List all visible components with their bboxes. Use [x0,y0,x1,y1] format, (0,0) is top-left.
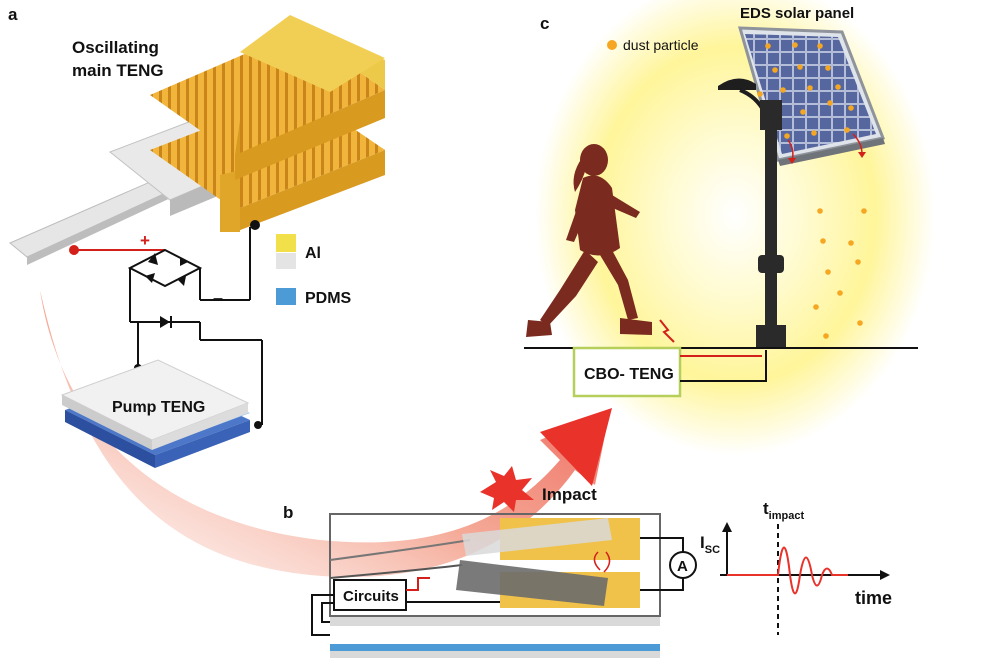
cbo-teng-cross-section [329,513,661,658]
panel-letter-c: c [540,14,549,33]
walking-person [526,144,652,337]
rectifier-circuit: + – [69,220,263,429]
legend-label-pdms: PDMS [305,290,352,307]
pump-teng-label: Pump TENG [112,399,205,416]
circuits-box [333,579,407,611]
impact-burst [480,466,534,512]
dust-legend-label: dust particle [623,37,699,53]
legend-label-al: Al [305,245,321,262]
cbo-teng-label: CBO- TENG [584,366,674,383]
ammeter-label: A [677,558,688,575]
cbo-teng-box [572,346,682,398]
ammeter-symbol [669,551,697,579]
oscillating-main-teng [9,15,385,265]
material-legend: Al PDMS [276,234,352,307]
legend-swatch-al-grey [276,253,296,269]
street-lamp [718,78,786,347]
isc-signal-plot [720,522,890,635]
falling-dust [813,208,867,339]
panel-letter-a: a [8,5,18,24]
minus-sign: – [213,288,223,308]
eds-solar-panel-label: EDS solar panel [740,5,854,22]
impact-label: Impact [542,485,597,504]
panel-letter-b: b [283,503,293,522]
legend-swatch-pdms [276,288,296,305]
circuits-label: Circuits [343,588,399,605]
main-teng-label-line2: main TENG [72,61,164,80]
legend-swatch-al [276,234,296,252]
t-impact-label: timpact [763,499,804,522]
step-spark [659,319,675,343]
time-axis-label: time [855,588,892,608]
pump-teng [60,359,250,468]
arrow-head [540,408,612,486]
dust-legend-dot [607,40,617,50]
main-teng-label-line1: Oscillating [72,38,159,57]
plus-sign: + [140,231,150,250]
isc-axis-label: ISC [700,533,720,556]
energy-flow-arrow [40,290,610,578]
